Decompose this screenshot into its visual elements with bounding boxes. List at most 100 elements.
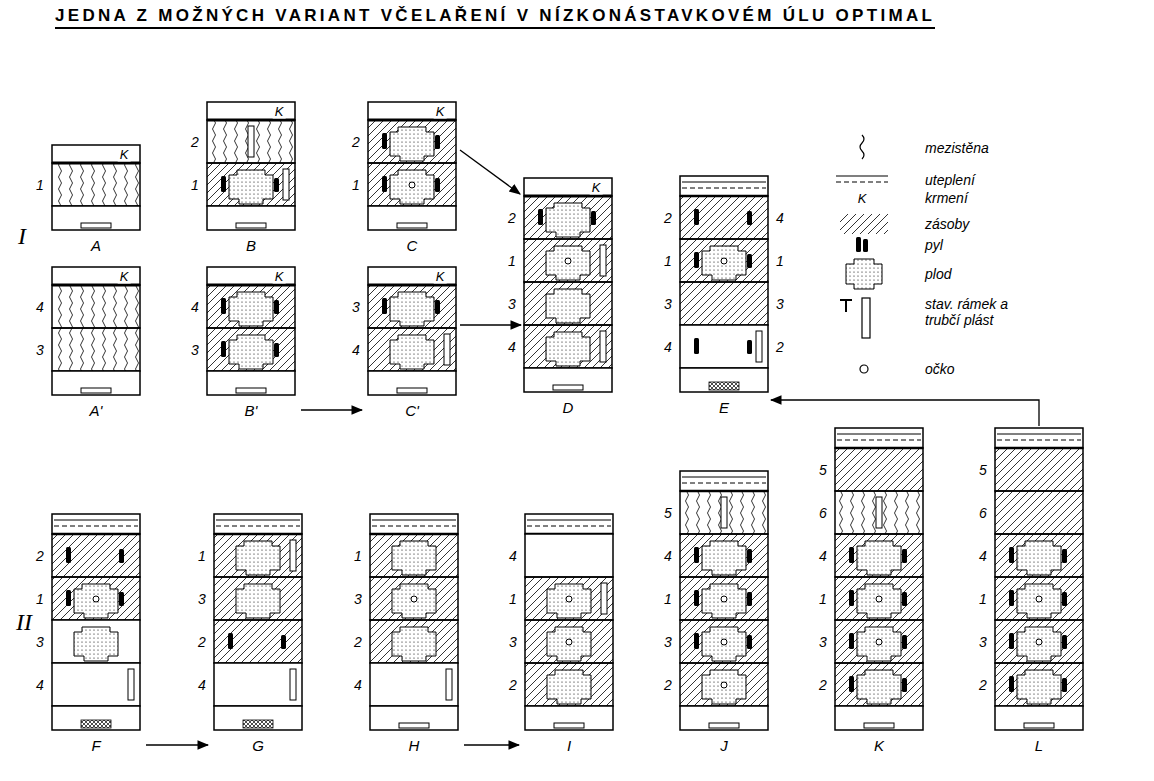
diagram-title: JEDNA Z MOŽNÝCH VARIANT VČELAŘENÍ V NÍZK…	[55, 6, 935, 29]
pollen-mark	[591, 211, 596, 225]
insulation-line	[527, 520, 611, 521]
bottom-board	[525, 706, 613, 730]
super-box	[835, 448, 923, 491]
hive-letter: I	[525, 737, 613, 754]
queen-cell-eye	[409, 182, 415, 188]
hive-node: C'	[368, 267, 456, 421]
hive-node: G	[214, 514, 302, 756]
super-box	[52, 663, 140, 706]
hive-node: B'	[207, 267, 295, 421]
legend-text: pyl	[925, 237, 943, 253]
legend-item: stav. rámek a trubčí plást	[832, 296, 1032, 342]
hive-node: A	[52, 145, 140, 256]
callout-number: 6	[979, 505, 987, 520]
insulation-line	[682, 483, 766, 484]
bottom-board	[214, 706, 302, 730]
hive-drawing	[525, 514, 613, 730]
pollen-mark	[747, 340, 752, 354]
callout-number: 1	[36, 177, 44, 192]
brood-area	[857, 670, 901, 704]
callout-number: 3	[979, 634, 987, 649]
callout-number: 2	[819, 677, 827, 692]
brood-area	[857, 584, 901, 618]
hive-node: A'	[52, 267, 140, 421]
hive-entrance	[554, 723, 584, 728]
pollen-mark	[694, 252, 699, 268]
pollen-mark	[902, 635, 907, 649]
legend-text: uteplení	[925, 172, 975, 188]
legend-symbol	[832, 258, 892, 290]
hive-cover	[207, 267, 295, 285]
legend-symbol	[832, 236, 892, 254]
hive-letter: C'	[368, 402, 456, 419]
brood-area	[702, 670, 746, 704]
legend-item: mezistěna	[832, 135, 1032, 161]
pollen-mark	[694, 209, 699, 225]
callout-number: K	[273, 269, 286, 284]
insulation-line	[372, 520, 456, 521]
super-box	[370, 577, 458, 620]
hive-letter: E	[680, 399, 768, 416]
super-box	[52, 577, 140, 620]
legend-item: zásoby	[832, 214, 1032, 234]
pollen-mark	[902, 549, 907, 563]
hive-cover	[52, 145, 140, 163]
entrance-screen	[709, 382, 739, 390]
hive-letter: H	[370, 737, 458, 754]
hive-letter: B	[207, 237, 295, 254]
super-box	[680, 325, 768, 368]
super-box	[680, 663, 768, 706]
super-box	[525, 663, 613, 706]
pollen-mark	[747, 592, 752, 606]
callout-number: K	[590, 180, 603, 195]
bottom-board	[52, 706, 140, 730]
callout-number: 6	[819, 505, 827, 520]
callout-number: 4	[198, 677, 206, 692]
super-box	[680, 282, 768, 325]
super-box	[525, 577, 613, 620]
queen-cell-eye	[721, 258, 727, 264]
super-box	[835, 491, 923, 534]
callout-number: 4	[354, 677, 362, 692]
brood-area	[547, 627, 591, 661]
flow-arrow	[771, 400, 1039, 426]
pollen-mark	[694, 338, 699, 354]
hive-cover	[368, 267, 456, 285]
hive-drawing	[680, 176, 768, 392]
hive-entrance	[236, 223, 266, 228]
hive-node: C	[368, 102, 456, 256]
pollen-sample	[856, 237, 861, 252]
brood-area	[236, 584, 280, 618]
super-box	[995, 577, 1083, 620]
callout-number: 1	[508, 253, 516, 268]
hive-letter: K	[835, 737, 923, 754]
super-box	[370, 534, 458, 577]
brood-area	[546, 289, 590, 323]
hive-node: D	[524, 178, 612, 418]
callout-number: 1	[664, 253, 672, 268]
hive-letter: L	[995, 737, 1083, 754]
pollen-mark	[274, 343, 279, 357]
hive-cover	[52, 514, 140, 534]
bottom-board	[524, 368, 612, 392]
queen-cell-eye	[565, 258, 571, 264]
callout-number: 3	[191, 342, 199, 357]
callout-number: K	[858, 191, 867, 206]
queen-cell-eye	[93, 596, 99, 602]
hive-entrance	[864, 723, 894, 728]
hive-cover	[680, 471, 768, 491]
hive-cover	[214, 514, 302, 534]
hive-node: H	[370, 514, 458, 756]
bottom-board	[368, 371, 456, 395]
queen-cell-eye	[1036, 596, 1042, 602]
legend-text: očko	[925, 361, 955, 377]
callout-number: K	[118, 269, 131, 284]
brood-area	[229, 335, 273, 369]
pollen-mark	[435, 135, 440, 149]
callout-number: 3	[509, 634, 517, 649]
pollen-mark	[902, 592, 907, 606]
super-box	[525, 534, 613, 577]
callout-number: 1	[509, 591, 517, 606]
